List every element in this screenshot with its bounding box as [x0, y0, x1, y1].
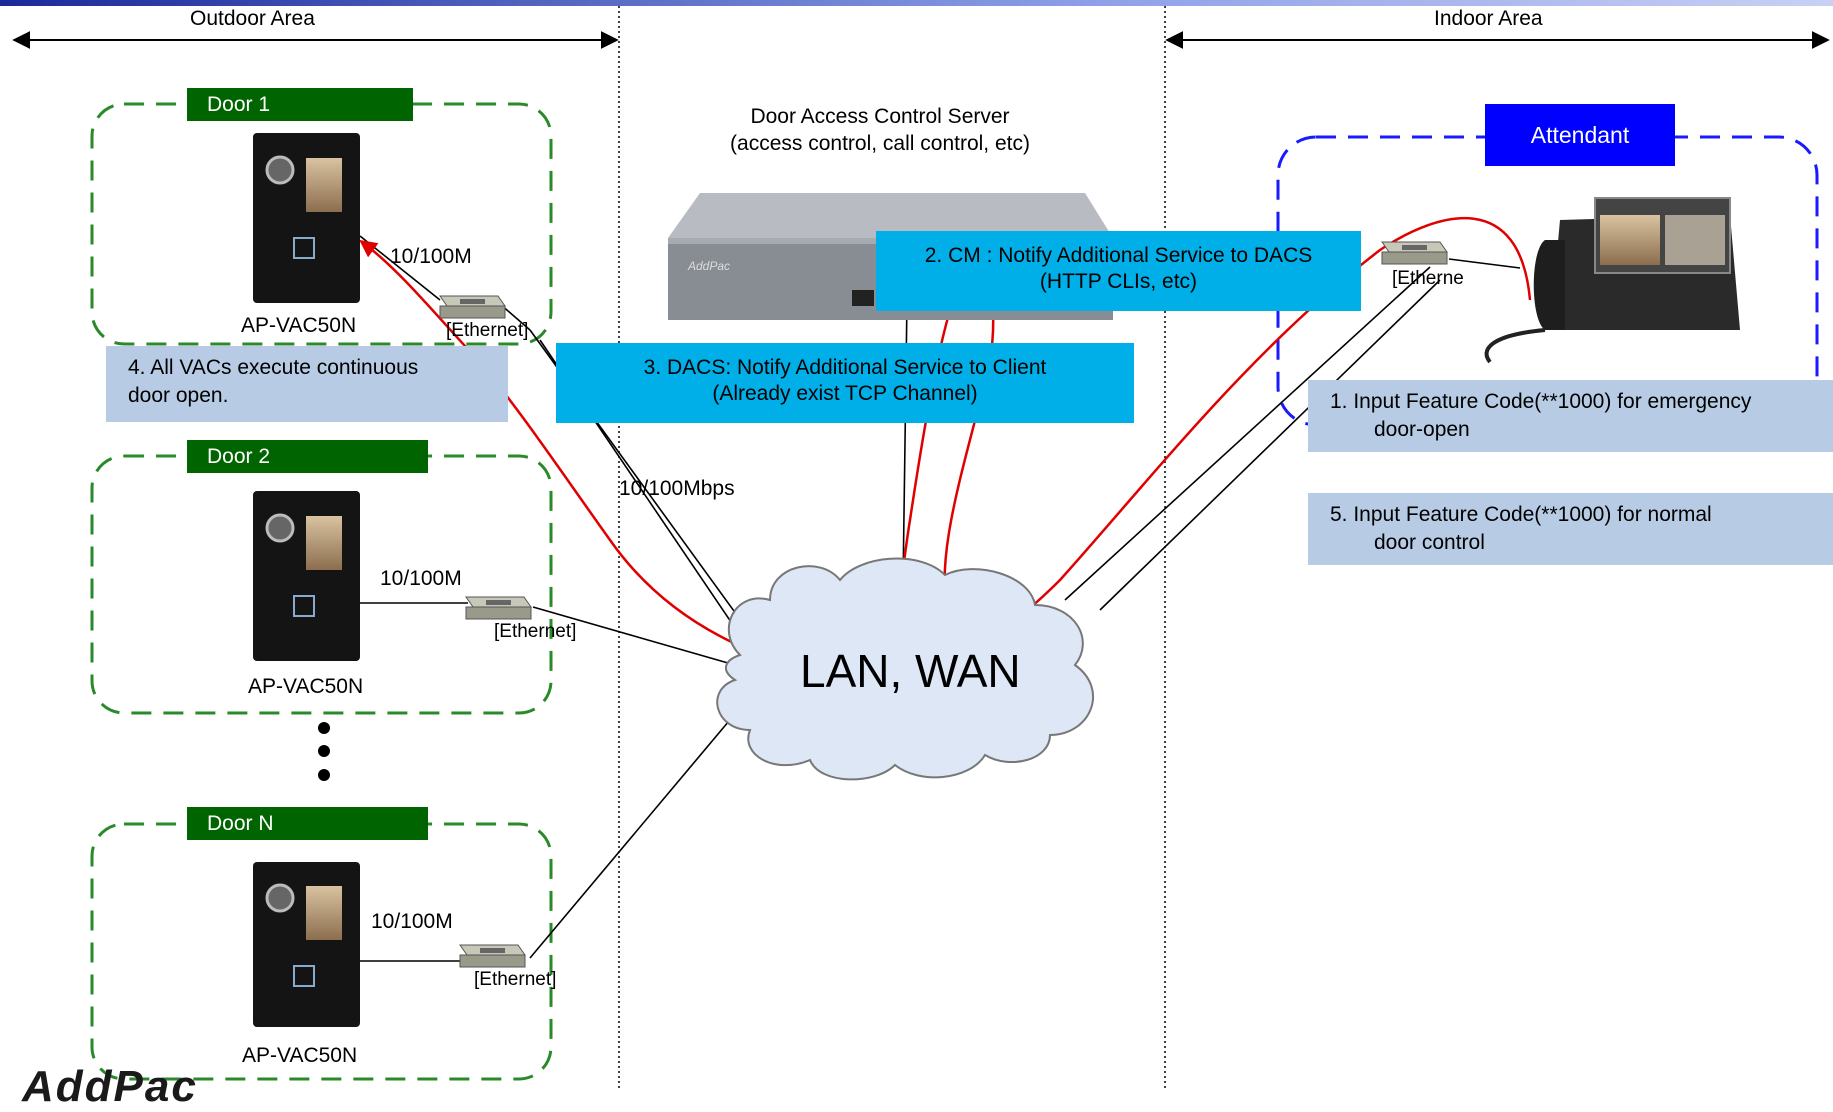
server-brand: AddPac — [688, 259, 731, 273]
ellipsis-dot — [318, 769, 330, 781]
step-4-note: 4. All VACs execute continuous door open… — [106, 346, 508, 422]
step-2-line1: 2. CM : Notify Additional Service to DAC… — [924, 244, 1313, 267]
ethernet-switch-icon — [1381, 241, 1448, 265]
step-4-line2: door open. — [128, 384, 229, 407]
door-1-switch-label: [Ethernet] — [446, 320, 529, 341]
network-cloud — [716, 557, 1094, 781]
addpac-logo: AddPac — [22, 1062, 198, 1111]
outdoor-area-label: Outdoor Area — [190, 7, 315, 30]
cloud-label: LAN, WAN — [800, 645, 1021, 697]
step-3-line2: (Already exist TCP Channel) — [712, 382, 978, 405]
video-phone-icon — [1484, 197, 1740, 364]
door-1-speed-label: 10/100M — [390, 245, 472, 268]
indoor-area-label: Indoor Area — [1434, 7, 1543, 30]
door-n-speed-label: 10/100M — [371, 910, 453, 933]
door-2-tag: Door 2 — [187, 440, 428, 473]
step-1-line2: door-open — [1374, 418, 1470, 441]
ethernet-switch-icon — [459, 944, 526, 968]
server-title: Door Access Control Server — [750, 105, 1010, 128]
door-2-speed-label: 10/100M — [380, 567, 462, 590]
ethernet-switch-icon — [439, 295, 506, 319]
ellipsis-dot — [318, 745, 330, 757]
step-3-line1: 3. DACS: Notify Additional Service to Cl… — [643, 356, 1047, 379]
step-4-line1: 4. All VACs execute continuous — [128, 356, 419, 379]
ellipsis-dot — [318, 722, 330, 734]
door-n-switch-label: [Ethernet] — [474, 969, 557, 990]
door-1-tag: Door 1 — [187, 88, 413, 121]
attendant-switch-label: [Etherne — [1392, 268, 1464, 289]
step-3-note: 3. DACS: Notify Additional Service to Cl… — [556, 343, 1134, 423]
step-2-note: 2. CM : Notify Additional Service to DAC… — [876, 231, 1361, 311]
door-n-tag: Door N — [187, 807, 428, 840]
step-5-line1: 5. Input Feature Code(**1000) for normal — [1330, 503, 1712, 526]
step-1-note: 1. Input Feature Code(**1000) for emerge… — [1308, 380, 1833, 452]
vac-device-icon — [253, 133, 360, 303]
door-n-device-label: AP-VAC50N — [242, 1044, 358, 1067]
attendant-tag: Attendant — [1485, 104, 1675, 166]
door-2-switch-label: [Ethernet] — [494, 621, 577, 642]
vac-device-icon — [253, 862, 360, 1027]
vac-device-icon — [253, 491, 360, 661]
ethernet-switch-icon — [465, 596, 532, 620]
door-2-device-label: AP-VAC50N — [248, 675, 364, 698]
step-1-line1: 1. Input Feature Code(**1000) for emerge… — [1330, 390, 1752, 413]
step-2-line2: (HTTP CLIs, etc) — [1039, 270, 1198, 293]
server-subtitle: (access control, call control, etc) — [730, 132, 1030, 155]
step-5-note: 5. Input Feature Code(**1000) for normal… — [1308, 493, 1833, 565]
uplink-speed-label: 10/100Mbps — [619, 477, 735, 500]
door-1-device-label: AP-VAC50N — [241, 314, 357, 337]
step-5-line2: door control — [1374, 531, 1485, 554]
top-gradient-bar — [0, 0, 1833, 6]
